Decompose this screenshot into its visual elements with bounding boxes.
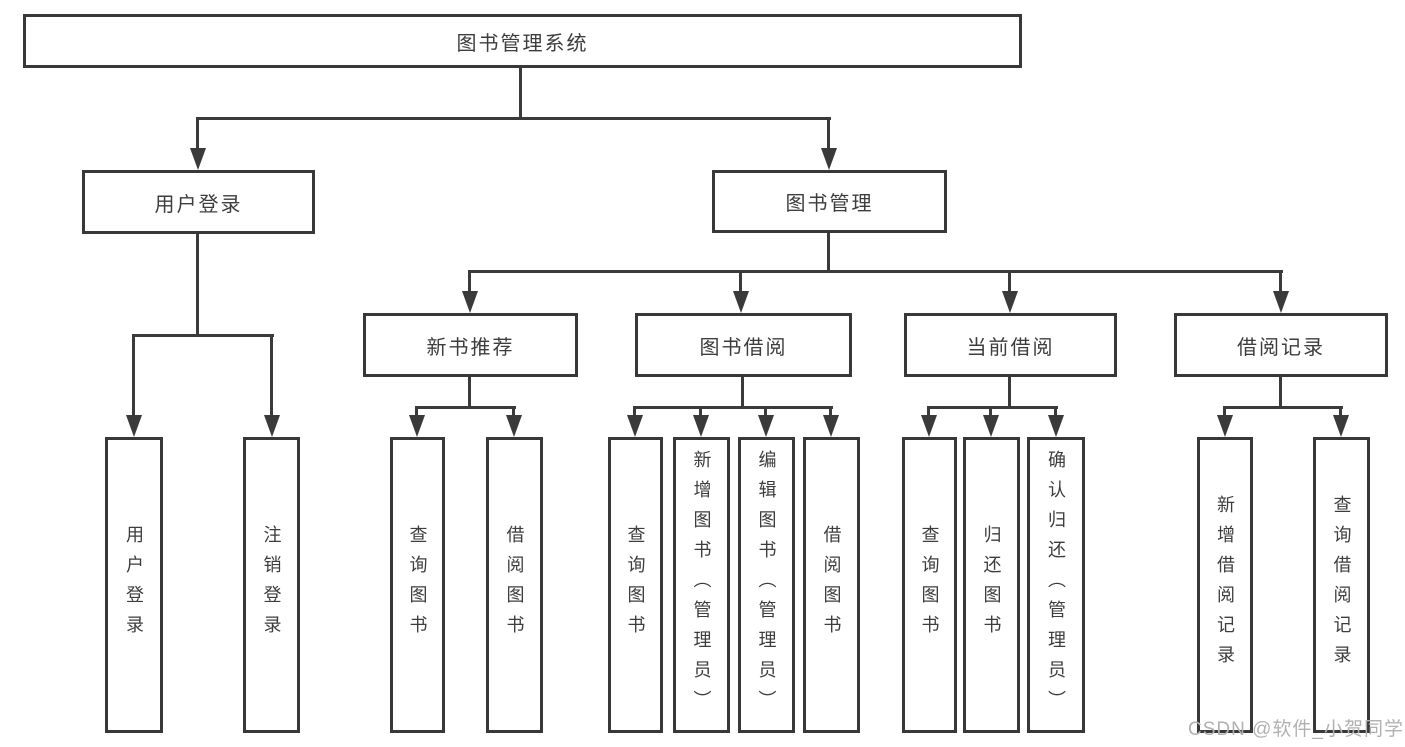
node-user-login-label: 用户登录 xyxy=(154,193,243,216)
connector-line xyxy=(468,270,471,293)
node-borrow-records: 借阅记录 xyxy=(1174,313,1388,377)
arrow-down-icon xyxy=(190,148,206,170)
leaf-current-confirm-return-admin-label: 确认归还（管理员） xyxy=(1046,450,1066,720)
leaf-recommend-borrow-books-label: 借阅图书 xyxy=(504,525,525,645)
leaf-current-return-books: 归还图书 xyxy=(963,437,1020,733)
connector-line xyxy=(132,334,274,337)
leaf-borrow-add-books-admin: 新增图书（管理员） xyxy=(673,437,730,733)
connector-line xyxy=(415,406,418,418)
node-book-borrow: 图书借阅 xyxy=(635,313,852,377)
arrow-down-icon xyxy=(1273,291,1289,313)
leaf-current-return-books-label: 归还图书 xyxy=(981,525,1002,645)
connector-line xyxy=(1223,406,1343,409)
leaf-borrow-add-books-admin-label: 新增图书（管理员） xyxy=(691,450,712,720)
arrow-down-icon xyxy=(983,415,999,437)
leaf-current-confirm-return-admin: 确认归还（管理员） xyxy=(1027,437,1085,733)
connector-line xyxy=(739,270,742,293)
leaf-recommend-query-books-label: 查询图书 xyxy=(407,525,428,645)
arrow-down-icon xyxy=(409,415,425,437)
arrow-down-icon xyxy=(1217,415,1233,437)
connector-line xyxy=(512,406,515,418)
node-book-management: 图书管理 xyxy=(712,170,947,233)
leaf-recommend-query-books: 查询图书 xyxy=(390,437,445,733)
leaf-borrow-edit-books-admin-label: 编辑图书（管理员） xyxy=(756,450,777,720)
connector-line xyxy=(196,117,199,151)
leaf-borrow-borrow-books-label: 借阅图书 xyxy=(821,525,842,645)
leaf-records-add-record: 新增借阅记录 xyxy=(1197,437,1253,733)
connector-line xyxy=(1339,406,1342,418)
connector-line xyxy=(1054,406,1057,418)
connector-line xyxy=(196,117,831,120)
connector-line xyxy=(519,68,522,119)
node-user-login: 用户登录 xyxy=(82,170,315,234)
arrow-down-icon xyxy=(1002,291,1018,313)
node-borrow-records-label: 借阅记录 xyxy=(1237,336,1325,359)
leaf-records-query-record-label: 查询借阅记录 xyxy=(1331,495,1352,675)
leaf-recommend-borrow-books: 借阅图书 xyxy=(486,437,543,733)
node-book-borrow-label: 图书借阅 xyxy=(699,336,788,359)
leaf-user-login: 用户登录 xyxy=(105,437,163,733)
arrow-down-icon xyxy=(462,291,478,313)
connector-line xyxy=(633,406,636,418)
node-root: 图书管理系统 xyxy=(23,14,1022,68)
connector-line xyxy=(989,406,992,418)
leaf-current-query-books-label: 查询图书 xyxy=(919,525,940,645)
leaf-current-query-books: 查询图书 xyxy=(902,437,957,733)
leaf-borrow-borrow-books: 借阅图书 xyxy=(803,437,860,733)
connector-line xyxy=(827,117,830,151)
leaf-borrow-edit-books-admin: 编辑图书（管理员） xyxy=(738,437,795,733)
node-current-borrow: 当前借阅 xyxy=(904,313,1117,377)
connector-line xyxy=(415,406,516,409)
connector-line xyxy=(1008,377,1011,409)
leaf-logout: 注销登录 xyxy=(243,437,300,733)
arrow-down-icon xyxy=(758,415,774,437)
leaf-logout-label: 注销登录 xyxy=(261,525,282,645)
arrow-down-icon xyxy=(1048,415,1064,437)
connector-line xyxy=(270,334,273,418)
connector-line xyxy=(827,233,830,273)
connector-line xyxy=(196,234,199,337)
arrow-down-icon xyxy=(821,148,837,170)
node-book-management-label: 图书管理 xyxy=(785,193,874,215)
connector-line xyxy=(699,406,702,418)
connector-line xyxy=(1223,406,1226,418)
connector-line xyxy=(741,377,744,409)
leaf-borrow-query-books: 查询图书 xyxy=(608,437,663,733)
leaf-records-add-record-label: 新增借阅记录 xyxy=(1215,495,1235,675)
connector-line xyxy=(927,406,1058,409)
node-current-borrow-label: 当前借阅 xyxy=(966,336,1055,359)
connector-line xyxy=(1008,270,1011,293)
arrow-down-icon xyxy=(921,415,937,437)
leaf-records-query-record: 查询借阅记录 xyxy=(1313,437,1370,733)
arrow-down-icon xyxy=(126,415,142,437)
connector-line xyxy=(764,406,767,418)
connector-line xyxy=(927,406,930,418)
arrow-down-icon xyxy=(506,415,522,437)
arrow-down-icon xyxy=(264,415,280,437)
connector-line xyxy=(633,406,833,409)
connector-line xyxy=(468,377,471,409)
arrow-down-icon xyxy=(627,415,643,437)
node-root-label: 图书管理系统 xyxy=(456,32,589,55)
connector-line xyxy=(132,334,135,418)
arrow-down-icon xyxy=(1333,415,1349,437)
connector-line xyxy=(829,406,832,418)
node-new-book-recommend-label: 新书推荐 xyxy=(426,336,515,359)
connector-line xyxy=(1279,377,1282,409)
leaf-borrow-query-books-label: 查询图书 xyxy=(625,525,646,645)
arrow-down-icon xyxy=(693,415,709,437)
arrow-down-icon xyxy=(823,415,839,437)
connector-line xyxy=(1279,270,1282,293)
node-new-book-recommend: 新书推荐 xyxy=(363,313,578,377)
arrow-down-icon xyxy=(733,291,749,313)
connector-line xyxy=(468,270,1283,273)
watermark: CSDN @软件_小贺同学 xyxy=(1188,719,1404,740)
leaf-user-login-label: 用户登录 xyxy=(124,525,144,645)
